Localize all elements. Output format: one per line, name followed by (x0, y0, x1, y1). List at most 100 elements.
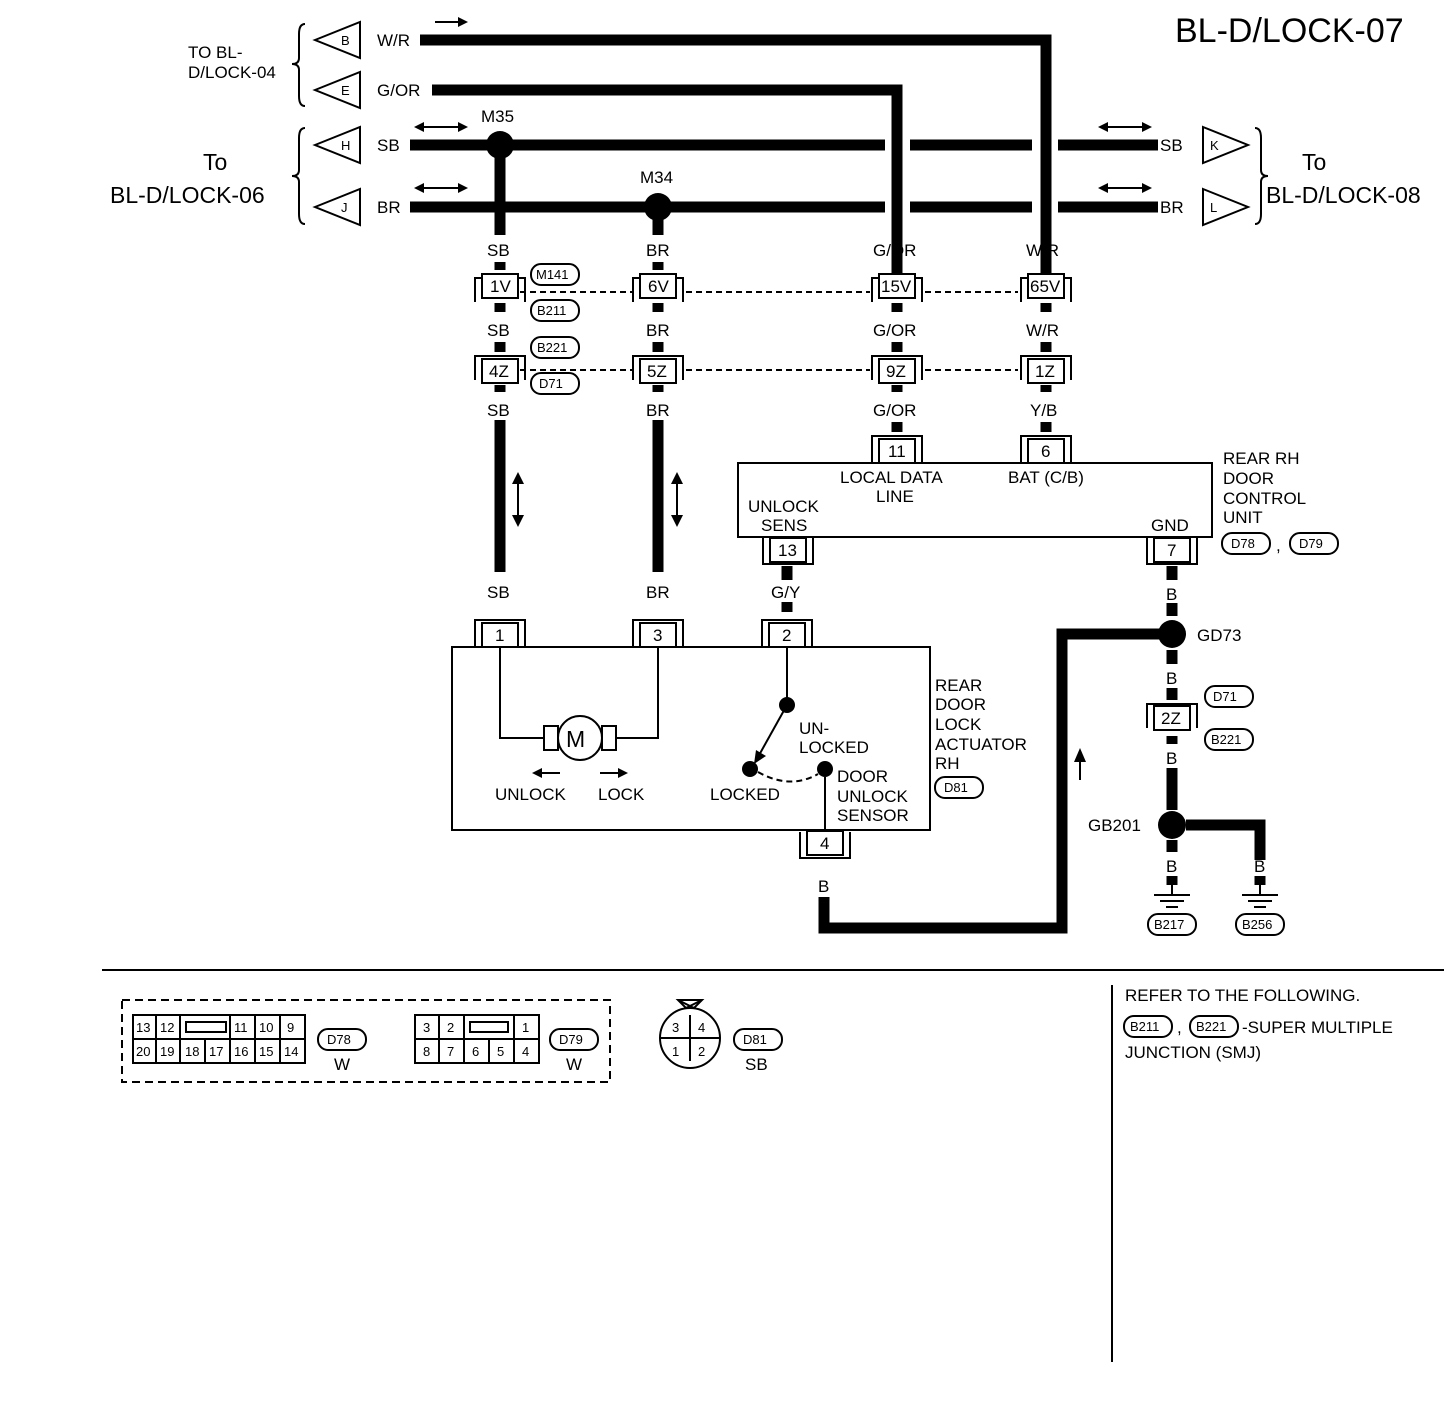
svg-text:LOCK: LOCK (935, 715, 982, 734)
svg-text:BR: BR (646, 583, 670, 602)
svg-text:M: M (566, 726, 585, 752)
wire-label-gor-top: G/OR (377, 81, 420, 100)
connector-views-frame (121, 999, 611, 1083)
svg-text:B211: B211 (537, 303, 566, 318)
svg-text:DOOR: DOOR (935, 695, 986, 714)
svg-text:4Z: 4Z (489, 362, 509, 381)
cu-pin-6: 6 (1020, 435, 1072, 464)
svg-text:B: B (1166, 669, 1177, 688)
svg-text:6: 6 (1041, 442, 1050, 461)
direction-arrows-vertical (512, 472, 1086, 780)
svg-text:L: L (1210, 200, 1217, 215)
svg-text:5: 5 (497, 1044, 504, 1059)
svg-text:E: E (341, 83, 350, 98)
svg-text:DOOR: DOOR (1223, 469, 1274, 488)
connector-face-d78: 13 12 11 10 9 20 19 18 17 16 15 14 D78 W (132, 1014, 367, 1074)
arrow-tag-E: E (312, 70, 361, 110)
connector-row-z: 4Z 5Z 9Z 1Z B221 D71 (474, 336, 1072, 395)
wire-label-br-right: BR (1160, 198, 1184, 217)
svg-text:D81: D81 (944, 780, 968, 795)
splice-label-gd73: GD73 (1197, 626, 1241, 645)
svg-text:4: 4 (698, 1020, 705, 1035)
svg-text:1: 1 (522, 1020, 529, 1035)
svg-text:G/OR: G/OR (873, 321, 916, 340)
svg-text:20: 20 (136, 1044, 150, 1059)
svg-text:W/R: W/R (1026, 321, 1059, 340)
svg-text:7: 7 (1167, 541, 1176, 560)
svg-text:G/Y: G/Y (771, 583, 800, 602)
svg-text:DOOR: DOOR (837, 767, 888, 786)
svg-text:BR: BR (646, 241, 670, 260)
svg-text:B221: B221 (1196, 1019, 1226, 1034)
connector-tag-d78: D78 (1221, 532, 1271, 555)
act-pin-2: 2 (761, 619, 813, 648)
connector-face-d79: 3 2 1 8 7 6 5 4 D79 W (414, 1014, 599, 1074)
svg-text:LOCKED: LOCKED (710, 785, 780, 804)
svg-text:1: 1 (495, 626, 504, 645)
svg-text:SENSOR: SENSOR (837, 806, 909, 825)
connector-tag-b221: B221 (530, 336, 580, 359)
connector-tag-d71: D71 (530, 372, 580, 395)
svg-text:11: 11 (888, 442, 906, 461)
act-pin-3: 3 (632, 619, 684, 648)
svg-text:9: 9 (287, 1020, 294, 1035)
svg-text:W: W (334, 1055, 350, 1074)
pin-4Z: 4Z (474, 355, 526, 384)
svg-text:D71: D71 (539, 376, 563, 391)
svg-text:SB: SB (487, 321, 510, 340)
svg-text:ACTUATOR: ACTUATOR (935, 735, 1027, 754)
wire-label-wr-top: W/R (377, 31, 410, 50)
svg-text:H: H (341, 138, 350, 153)
svg-text:Y/B: Y/B (1030, 401, 1057, 420)
arrow-tag-J: J (312, 187, 361, 227)
ground-b256: B256 (1235, 885, 1285, 936)
ref-lock-06-a: To (203, 149, 227, 175)
splice-label-m34: M34 (640, 168, 673, 187)
svg-text:D78: D78 (327, 1032, 351, 1047)
svg-text:B: B (818, 877, 829, 896)
svg-text:REFER TO THE FOLLOWING.: REFER TO THE FOLLOWING. (1125, 986, 1360, 1005)
svg-text:2Z: 2Z (1161, 709, 1181, 728)
svg-text:14: 14 (284, 1044, 298, 1059)
cu-pin-13: 13 (762, 537, 814, 565)
brace-lock-06 (291, 127, 306, 225)
svg-text:SB: SB (487, 401, 510, 420)
svg-text:LOCK: LOCK (598, 785, 645, 804)
svg-text:BR: BR (646, 321, 670, 340)
vertical-wires (494, 145, 1266, 934)
ref-lock-08-b: BL-D/LOCK-08 (1266, 182, 1421, 208)
connector-tag-d79: D79 (1289, 532, 1339, 555)
splice-label-m35: M35 (481, 107, 514, 126)
svg-text:D79: D79 (559, 1032, 583, 1047)
svg-text:,: , (1276, 536, 1281, 555)
svg-text:JUNCTION (SMJ): JUNCTION (SMJ) (1125, 1043, 1261, 1062)
svg-text:B: B (341, 33, 350, 48)
connector-tag-d81: D81 (934, 776, 984, 799)
svg-text:B211: B211 (1130, 1019, 1159, 1034)
svg-text:SB: SB (745, 1055, 768, 1074)
svg-text:M141: M141 (536, 267, 569, 282)
arrow-tag-L: L (1202, 187, 1251, 227)
pin-9Z: 9Z (871, 355, 923, 384)
svg-text:J: J (341, 200, 348, 215)
svg-text:BR: BR (646, 401, 670, 420)
connector-tag-d71-b: D71 (1204, 685, 1254, 708)
svg-text:2: 2 (698, 1044, 705, 1059)
cu-pin-7: 7 (1146, 537, 1198, 565)
svg-text:W/R: W/R (1026, 241, 1059, 260)
pin-2Z: 2Z D71 B221 (1146, 685, 1254, 751)
svg-text:4: 4 (522, 1044, 529, 1059)
svg-text:B217: B217 (1154, 917, 1184, 932)
splice-gb201 (1158, 811, 1186, 839)
ref-lock-04-a: TO BL- (188, 43, 242, 62)
svg-text:17: 17 (209, 1044, 223, 1059)
svg-text:-SUPER MULTIPLE: -SUPER MULTIPLE (1242, 1018, 1393, 1037)
svg-text:REAR RH: REAR RH (1223, 449, 1300, 468)
svg-text:SB: SB (487, 241, 510, 260)
arrow-tag-B: B (312, 20, 361, 60)
svg-text:B: B (1254, 857, 1265, 876)
arrow-tag-K: K (1202, 125, 1251, 165)
reference-notes: REFER TO THE FOLLOWING. B211 , B221 -SUP… (1123, 986, 1393, 1062)
svg-text:UNLOCK: UNLOCK (837, 787, 909, 806)
svg-text:8: 8 (423, 1044, 430, 1059)
